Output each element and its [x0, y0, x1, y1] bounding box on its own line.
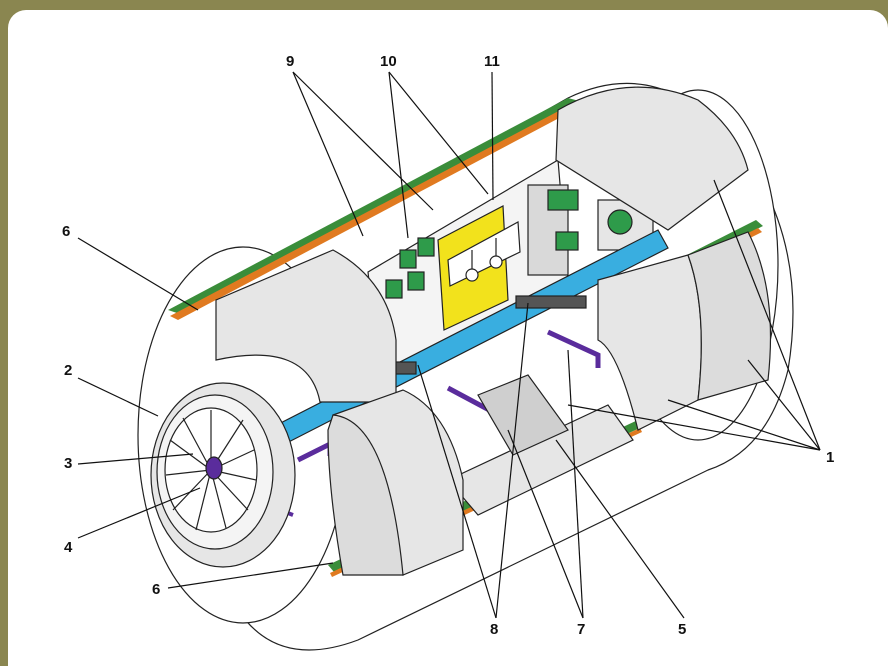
diagram-panel: 9 10 11 6 2 3 4 6 8 7 5 1: [8, 10, 888, 666]
callout-7: 7: [577, 621, 585, 638]
callout-11: 11: [484, 53, 500, 70]
leader-lines: [77, 71, 821, 619]
hatch-assembly: [150, 382, 296, 568]
callout-1: 1: [826, 449, 834, 466]
callout-6-bottom: 6: [152, 581, 160, 598]
callout-9: 9: [286, 53, 294, 70]
module-cutaway-diagram: 9 10 11 6 2 3 4 6 8 7 5 1: [62, 53, 834, 651]
callout-5: 5: [678, 621, 686, 638]
callout-8: 8: [490, 621, 498, 638]
callout-3: 3: [64, 455, 72, 472]
callout-10: 10: [380, 53, 397, 70]
floor-aisle: [447, 374, 634, 516]
callout-6-top: 6: [62, 223, 70, 240]
callout-4: 4: [64, 539, 73, 556]
callout-2: 2: [64, 362, 72, 379]
rack-blocks: [215, 86, 772, 576]
callouts: 9 10 11 6 2 3 4 6 8 7 5 1: [62, 53, 834, 638]
rear-rack-wall: [367, 158, 654, 383]
